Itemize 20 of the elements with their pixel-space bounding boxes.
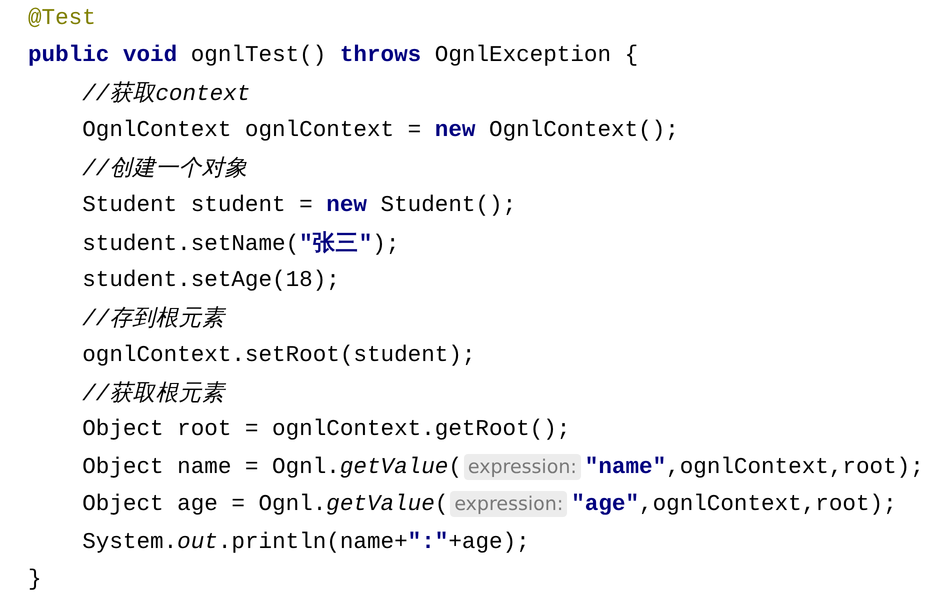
code-line: System.out.println(name+":"+age); — [82, 528, 530, 555]
code-line: Object name = Ognl.getValue( — [82, 454, 462, 480]
code-line: student.setAge(18); — [82, 266, 340, 293]
code-line: Object root = ognlContext.getRoot(); — [82, 416, 570, 442]
code-line: Object age = Ognl.getValue( — [82, 491, 448, 518]
code-line: OgnlContext ognlContext = new OgnlContext(); — [82, 117, 679, 144]
code-line: "name",ognlContext,root); — [584, 454, 924, 480]
inlay-hint: expression: — [464, 454, 581, 480]
inlay-hint: expression: — [450, 491, 568, 518]
code-line: //存到根元素 — [82, 304, 224, 333]
code-line: student.setName("张三"); — [82, 230, 400, 258]
code-line: //获取根元素 — [82, 380, 224, 408]
code-line: "age",ognlContext,root); — [571, 491, 897, 518]
code-line: } — [28, 566, 42, 592]
code-line: //创建一个对象 — [82, 155, 248, 184]
code-line: Student student = new Student(); — [82, 192, 516, 218]
annotation-text: @Test — [28, 5, 96, 31]
code-line: ognlContext.setRoot(student); — [82, 342, 476, 368]
code-line: public void ognlTest() throws OgnlException { — [28, 42, 638, 68]
code-line: //获取context — [82, 80, 250, 108]
